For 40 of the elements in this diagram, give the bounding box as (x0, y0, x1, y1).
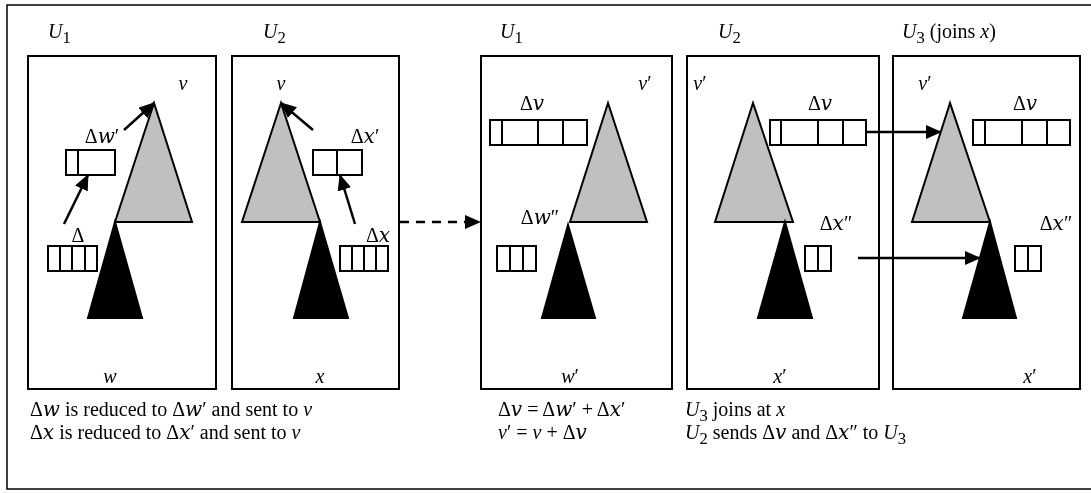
array-label: Δ𝑤″ (520, 206, 560, 228)
node-label: v′ (693, 72, 707, 94)
arrow (400, 215, 481, 229)
arrow (858, 251, 981, 265)
tree-triangle (242, 103, 320, 222)
array-label: Δ𝑣 (519, 92, 545, 114)
tree-triangle (570, 103, 647, 222)
tree-triangle (715, 103, 793, 222)
array-label: Δ𝑥′ (350, 125, 380, 147)
array-label: Δ (71, 224, 85, 246)
note-text: v′ = v + Δ𝑣 (498, 421, 587, 443)
array-label: Δ𝑥 (365, 224, 391, 246)
node-label: w (103, 365, 117, 387)
node-label: w′ (561, 365, 579, 387)
panel-heading: U$_{1}$ (48, 20, 71, 49)
panel-heading: U$_{1}$ (500, 20, 523, 49)
panel-heading: U$_{2}$ (718, 20, 741, 49)
arrow (280, 102, 314, 131)
node-label: v (178, 72, 188, 94)
node-label: v′ (918, 72, 932, 94)
array-label: Δ𝑤′ (84, 125, 120, 147)
note-text: Δ𝑥 is reduced to Δ𝑥′ and sent to v (30, 421, 301, 443)
array-label: Δ𝑥″ (819, 212, 853, 234)
arrow (866, 125, 942, 139)
note-text: Δ𝑣 = Δ𝑤′ + Δ𝑥′ (498, 398, 626, 420)
arrow (123, 102, 155, 131)
arrow (337, 174, 357, 225)
arrow (62, 174, 90, 225)
note-text: Δ𝑤 is reduced to Δ𝑤′ and sent to v (30, 398, 313, 420)
node-label: x′ (1023, 365, 1037, 387)
tree-triangle (912, 103, 990, 222)
node-label: x′ (773, 365, 787, 387)
node-label: v (276, 72, 286, 94)
panel-heading: U$_{2}$ (263, 20, 286, 49)
array-label: Δ𝑣 (807, 92, 833, 114)
panel-heading: U$_{3}$ (joins x) (902, 20, 996, 49)
node-label: v′ (638, 72, 652, 94)
array-label: Δ𝑣 (1012, 92, 1038, 114)
node-label: x (315, 365, 325, 387)
array-label: Δ𝑥″ (1039, 212, 1073, 234)
